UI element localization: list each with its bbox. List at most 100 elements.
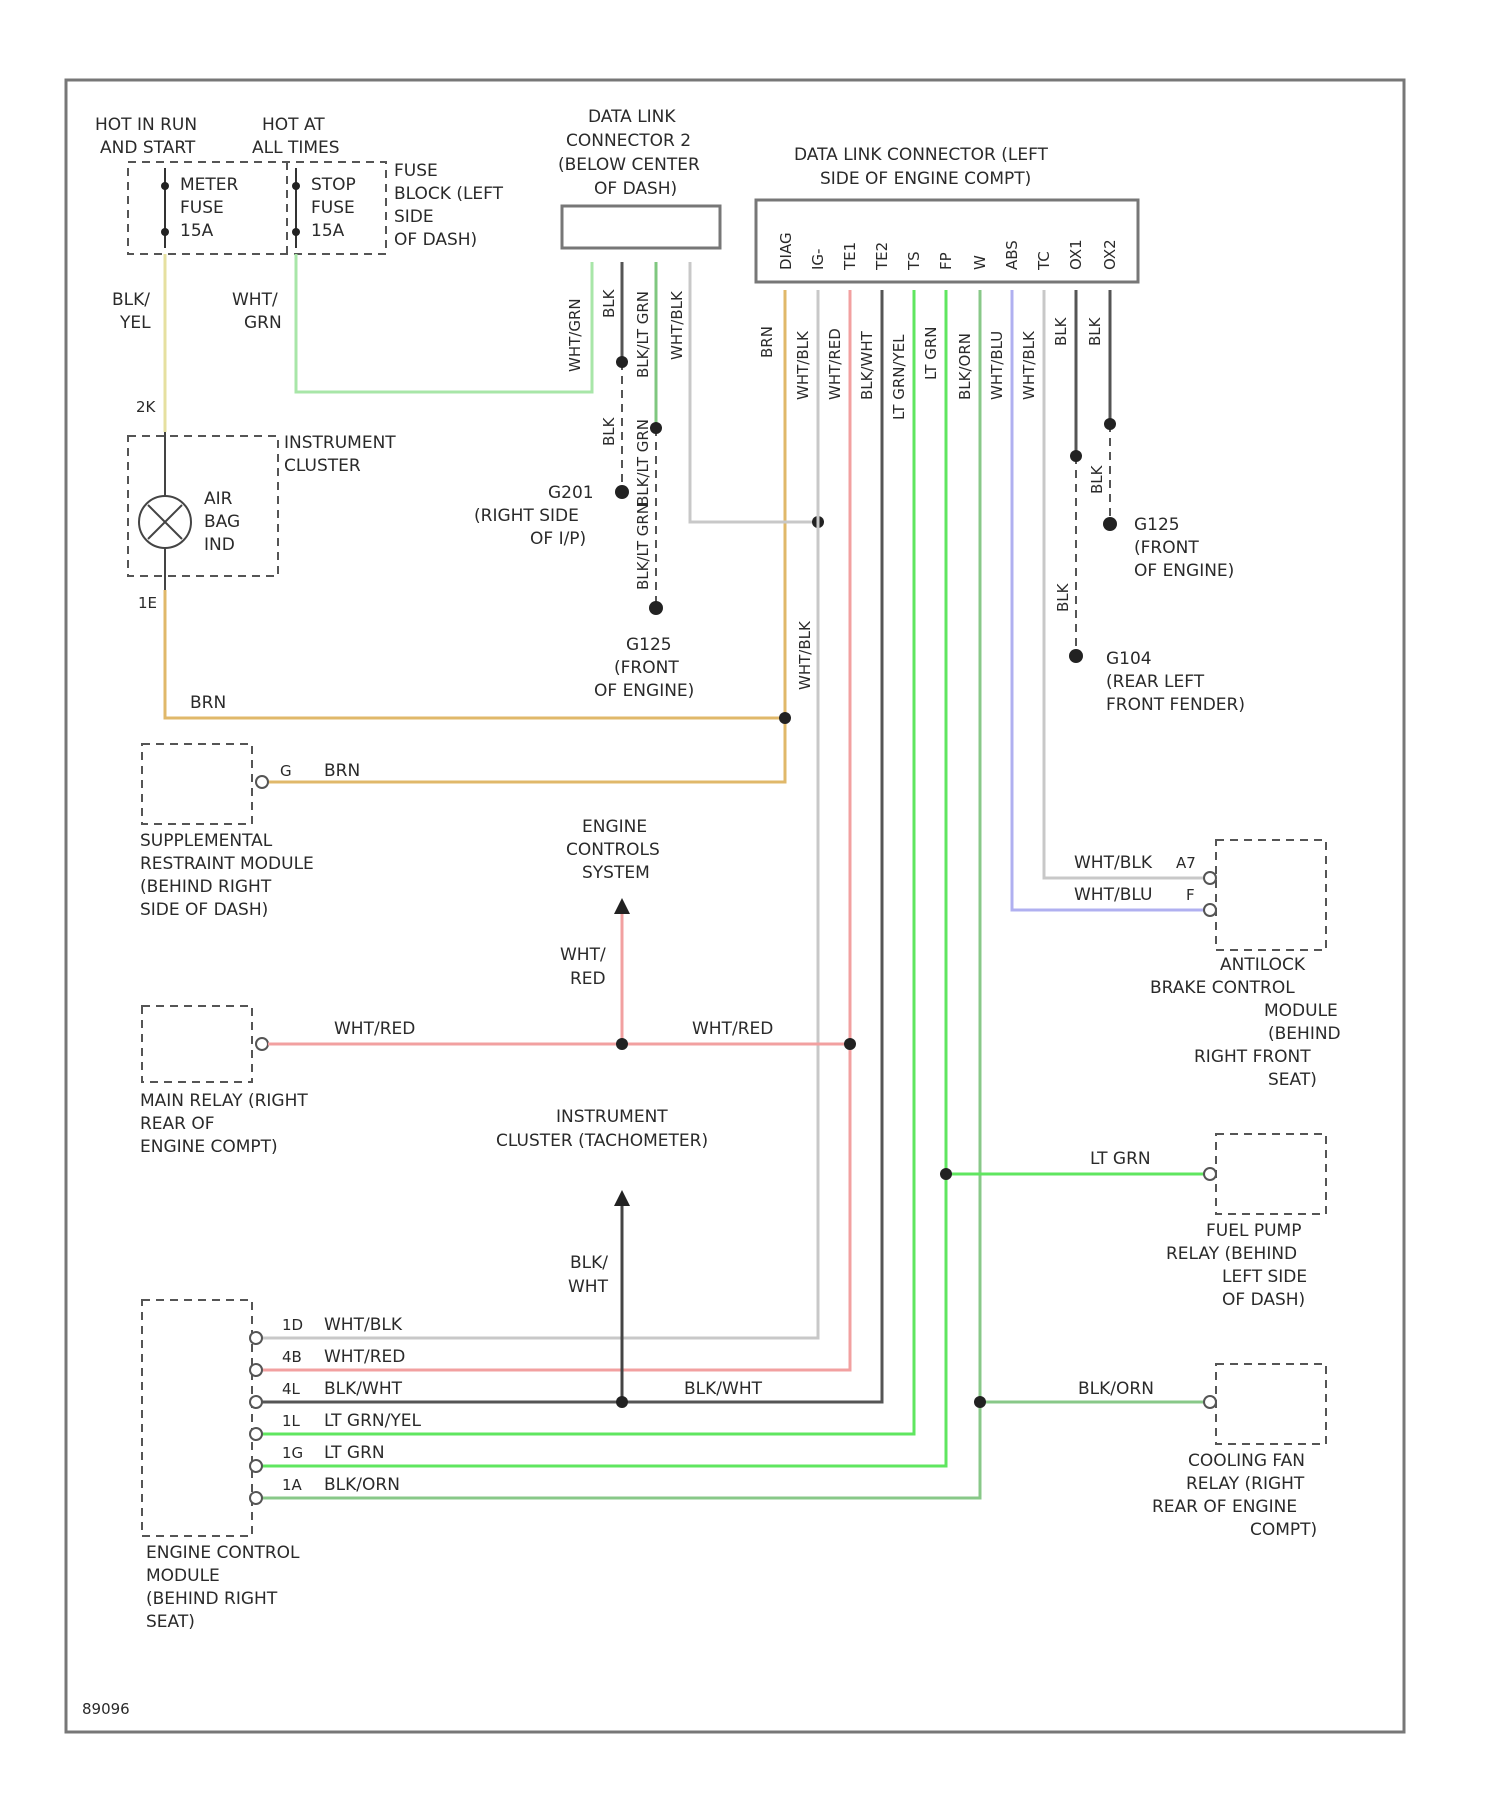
engine-controls-wire-line1: WHT/ [560,945,606,965]
dlc2-ground-blk-ltgrn-b: BLK/LT GRN [634,503,652,590]
fuse-block-label-line4: OF DASH) [394,230,477,250]
ecm-wire-1: WHT/RED [324,1347,405,1367]
ecm-pin-3: 1L [282,1412,301,1430]
abs-label-line5: RIGHT FRONT [1194,1047,1311,1067]
dlc-wire-label-7: WHT/BLU [988,331,1006,400]
meter-fuse-line1: METER [180,175,239,195]
wire-wht-grn [296,254,592,392]
wht-blk-vertical-label: WHT/BLK [796,620,814,690]
srs-label-line4: SIDE OF DASH) [140,900,268,920]
main-relay-label-line1: MAIN RELAY (RIGHT [140,1091,308,1111]
tach-arrow-icon [614,1190,630,1206]
dlc-pin-10: OX2 [1101,239,1119,270]
dlc2-wire-1: WHT/GRN [566,298,584,372]
abs-wire-2-name: WHT/BLU [1074,885,1152,905]
tach-label-line2: CLUSTER (TACHOMETER) [496,1131,708,1151]
instrument-cluster-tachometer: INSTRUMENT CLUSTER (TACHOMETER) BLK/ WHT… [496,1107,763,1408]
blk-wht-mid-label: BLK/WHT [684,1379,763,1399]
ecm-pin-0: 1D [282,1316,303,1334]
abs-wire-2-pin: F [1186,886,1195,904]
dlc2-wire-2: BLK [600,288,618,318]
g125a-line1: G125 [626,635,672,655]
srs-label-line2: RESTRAINT MODULE [140,854,314,874]
dlc-wire-label-6: BLK/ORN [956,333,974,400]
air-bag-ind-line1: AIR [204,489,233,509]
ecm-pin-2: 4L [282,1380,301,1398]
instrument-cluster: INSTRUMENT CLUSTER AIR BAG IND [128,432,396,590]
ecm-label-line2: MODULE [146,1566,220,1586]
data-link-connector-2: DATA LINK CONNECTOR 2 (BELOW CENTER OF D… [474,107,824,701]
dlc-wire-label-3: BLK/WHT [858,330,876,400]
fuel-pump-label-line2: RELAY (BEHIND [1166,1244,1297,1264]
ecm-pin-terminal-0 [250,1332,262,1344]
abs-label-line3: MODULE [1264,1001,1338,1021]
g125b-line3: OF ENGINE) [1134,561,1234,581]
abs-label-line6: SEAT) [1268,1070,1317,1090]
air-bag-ind-line3: IND [204,535,235,555]
engine-controls-line3: SYSTEM [582,863,650,883]
engine-controls-wire-line2: RED [570,969,606,989]
g201-line1: G201 [548,483,594,503]
pin-2k: 2K [136,398,157,416]
brn-splice [779,712,791,724]
dlc-wire-label-2: WHT/RED [826,328,844,400]
ecm-pin-terminal-2 [250,1396,262,1408]
abs-outline [1216,840,1326,950]
dlc-engine-label-line1: DATA LINK CONNECTOR (LEFT [794,145,1049,165]
ecm-label-line4: SEAT) [146,1612,195,1632]
fuel-pump-wire: LT GRN [1090,1149,1151,1169]
srs-pin: G [280,762,292,780]
dlc-pin-3: TE2 [873,242,891,271]
abs-label-line4: (BEHIND [1268,1024,1341,1044]
main-relay-label-line2: REAR OF [140,1114,215,1134]
fuse-block-label-line3: SIDE [394,207,434,227]
dlc-wire-label-0: BRN [758,326,776,358]
ecm-wire-2: BLK/WHT [324,1379,403,1399]
dlc-pin-4: TS [905,251,923,271]
stop-fuse-line1: STOP [311,175,356,195]
g201-line2: (RIGHT SIDE [474,506,579,526]
dlc2-wire-3: BLK/LT GRN [634,291,652,378]
fuel-pump-label-line3: LEFT SIDE [1222,1267,1307,1287]
g104-ground-icon [1069,649,1083,663]
hot-run-start-line1: HOT IN RUN [95,115,197,135]
dlc-pin-0: DIAG [777,232,795,270]
ecm-pin-4: 1G [282,1444,303,1462]
ecm-pin-terminal-1 [250,1364,262,1376]
dlc2-label-line3: (BELOW CENTER [558,155,700,175]
engine-controls-line2: CONTROLS [566,840,660,860]
dlc2-ground-blk: BLK [600,416,618,446]
srs-wire: BRN [324,761,360,781]
dlc-engine-label-line2: SIDE OF ENGINE COMPT) [820,169,1031,189]
g125-ground-icon [649,601,663,615]
cooling-fan-label-line4: COMPT) [1250,1520,1317,1540]
g201-line3: OF I/P) [530,529,586,549]
blk-yel-label-line1: BLK/ [112,290,150,310]
fuse-block: HOT IN RUN AND START HOT AT ALL TIMES ME… [95,115,504,254]
blk-yel-label-line2: YEL [119,313,151,333]
dlc-pin-8: TC [1035,251,1053,271]
dlc-pin-6: W [971,255,989,270]
dlc2-label-line1: DATA LINK [588,107,676,127]
dlc-pin-2: TE1 [841,242,859,271]
ox2-blk-label: BLK [1088,464,1106,494]
ecm-wire-5: BLK/ORN [324,1475,400,1495]
dlc2-label-line2: CONNECTOR 2 [566,131,691,151]
dlc2-ground-blk-ltgrn-a: BLK/LT GRN [634,419,652,506]
ecm-wire-4: LT GRN [324,1443,385,1463]
wht-grn-label-line1: WHT/ [232,290,278,310]
ecm-pin-terminal-4 [250,1460,262,1472]
dlc-wire-label-5: LT GRN [922,327,940,381]
g125-ground-icon-b [1103,517,1117,531]
main-relay-wire-left: WHT/RED [334,1019,415,1039]
g104-line2: (REAR LEFT [1106,672,1205,692]
fuel-pump-outline [1216,1134,1326,1214]
g104-line3: FRONT FENDER) [1106,695,1245,715]
ox1-blk-label: BLK [1054,582,1072,612]
tach-wire-line1: BLK/ [570,1253,608,1273]
tach-wire-line2: WHT [568,1277,609,1297]
meter-fuse-line3: 15A [180,221,214,241]
dlc-wire-label-10: BLK [1086,316,1104,346]
